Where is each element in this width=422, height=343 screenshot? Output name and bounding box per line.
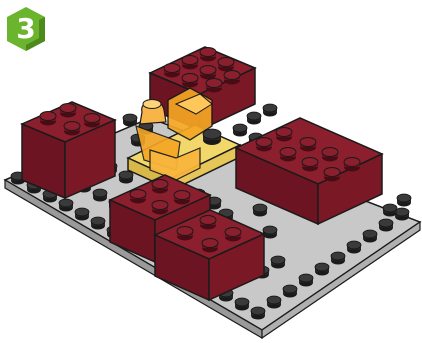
step-badge: 3 [6, 6, 46, 52]
step-number: 3 [6, 6, 46, 52]
